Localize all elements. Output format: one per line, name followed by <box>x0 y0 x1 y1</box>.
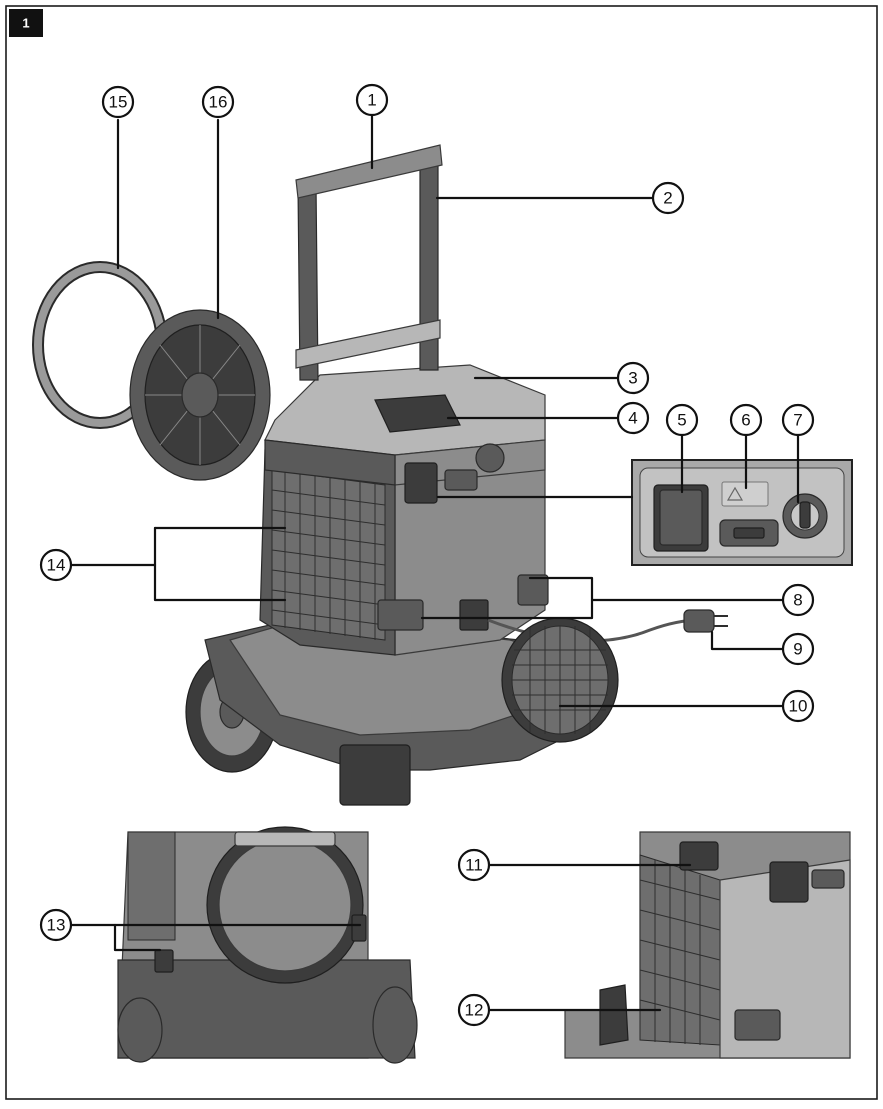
callout-3: 3 <box>616 361 650 395</box>
svg-text:6: 6 <box>741 411 750 430</box>
front-foot <box>339 744 411 806</box>
lid-side-edge <box>264 439 396 486</box>
callout-11: 11 <box>457 848 491 882</box>
callout-16: 16 <box>201 85 235 119</box>
hose-holder-left <box>377 599 424 631</box>
svg-text:16: 16 <box>209 93 228 112</box>
svg-text:14: 14 <box>47 556 66 575</box>
svg-text:5: 5 <box>677 411 686 430</box>
callout-4: 4 <box>616 401 650 435</box>
vacuum-cleaner-main-view <box>32 144 728 806</box>
rear-view-detail <box>117 826 418 1064</box>
filter-cover <box>129 309 271 481</box>
telescopic-handle <box>295 144 443 381</box>
leader-lines <box>70 114 800 1012</box>
exhaust-filter-grid <box>501 617 619 743</box>
svg-text:8: 8 <box>793 591 802 610</box>
callout-2: 2 <box>651 181 685 215</box>
svg-text:10: 10 <box>789 697 808 716</box>
svg-text:7: 7 <box>793 411 802 430</box>
callout-15: 15 <box>101 85 135 119</box>
socket-outlet <box>653 484 709 552</box>
callout-5: 5 <box>665 403 699 437</box>
svg-text:3: 3 <box>628 369 637 388</box>
control-panel-on-unit <box>404 443 505 504</box>
callout-8: 8 <box>781 583 815 617</box>
top-display-window <box>374 394 461 433</box>
figure-frame <box>5 5 878 1100</box>
filter-access-detail <box>564 831 851 1059</box>
power-outlet <box>459 599 489 631</box>
callout-7: 7 <box>781 403 815 437</box>
side-vent-grille <box>271 469 386 641</box>
svg-text:11: 11 <box>465 856 483 875</box>
callout-6: 6 <box>729 403 763 437</box>
svg-text:9: 9 <box>793 640 802 659</box>
usb-port <box>719 519 779 547</box>
callout-14: 14 <box>39 548 73 582</box>
figure-number-badge: 1 <box>9 9 43 37</box>
power-plug <box>683 609 728 633</box>
hose-holder-right <box>517 574 549 606</box>
control-panel-detail-inset <box>631 459 853 566</box>
svg-text:4: 4 <box>628 409 637 428</box>
rotary-switch <box>782 493 828 539</box>
svg-text:1: 1 <box>367 91 376 110</box>
svg-text:15: 15 <box>109 93 128 112</box>
callout-10: 10 <box>781 689 815 723</box>
callout-1: 1 <box>355 83 389 117</box>
svg-text:13: 13 <box>47 916 66 935</box>
callout-13: 13 <box>39 908 73 942</box>
callout-12: 12 <box>457 993 491 1027</box>
callout-9: 9 <box>781 632 815 666</box>
figure-number: 1 <box>22 16 29 31</box>
svg-text:12: 12 <box>465 1001 484 1020</box>
svg-text:2: 2 <box>663 189 672 208</box>
